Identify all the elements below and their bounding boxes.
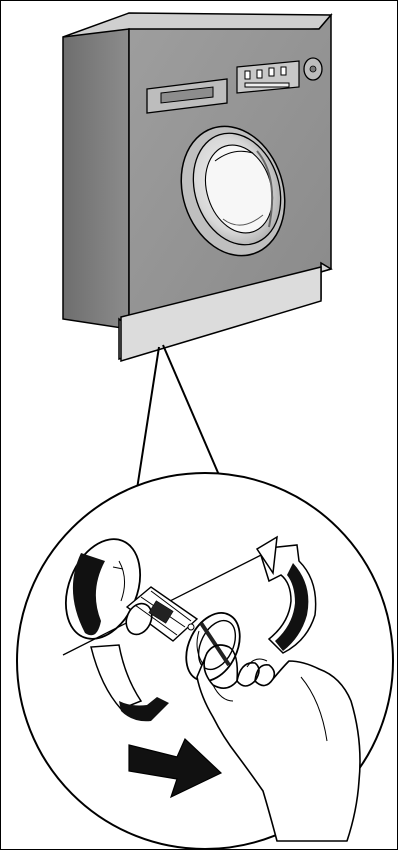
filter-detail-magnifier xyxy=(17,473,393,849)
machine-side xyxy=(63,29,129,329)
washing-machine xyxy=(63,13,331,361)
zoom-callout-lines xyxy=(137,345,219,489)
